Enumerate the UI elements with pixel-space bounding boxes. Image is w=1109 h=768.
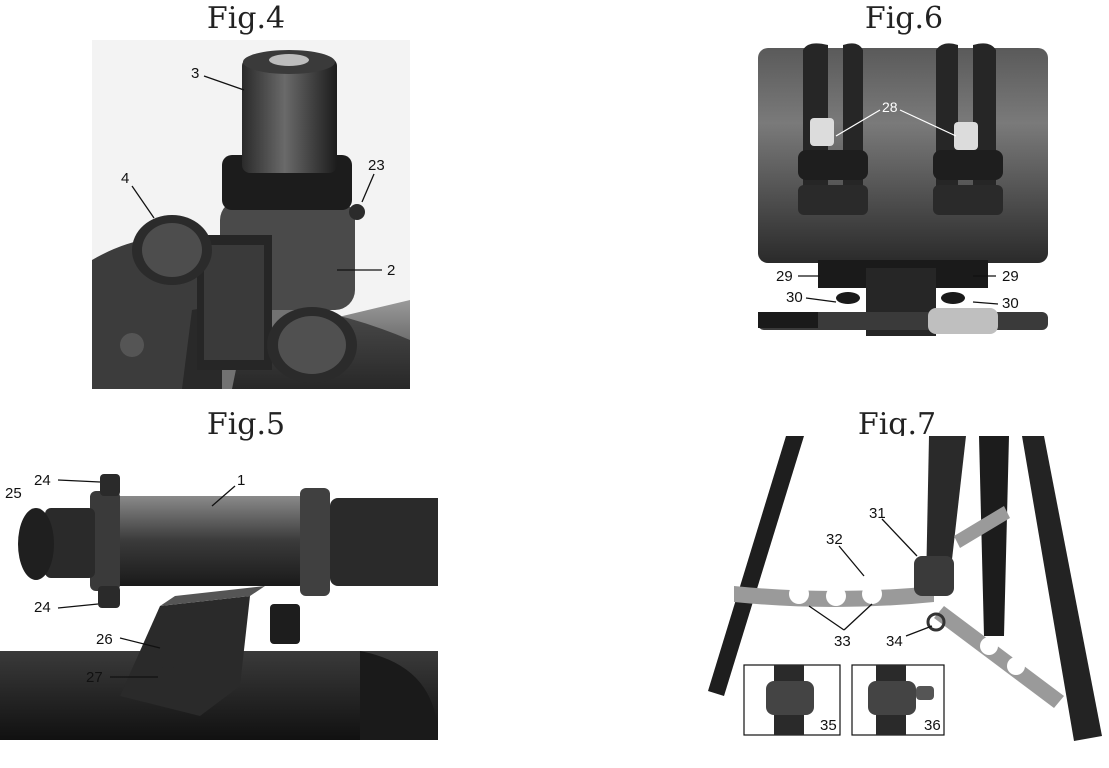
fig7-label-33: 33 <box>834 633 851 650</box>
fig6-label-29-right: 29 <box>1002 268 1019 285</box>
fig5-label-24-bottom: 24 <box>34 599 51 616</box>
fig4-label-23: 23 <box>368 157 385 174</box>
fig6-label-30-left: 30 <box>786 289 803 306</box>
fig5-label-26: 26 <box>96 631 113 648</box>
fig7-label-36: 36 <box>924 717 941 734</box>
fig7-photo: 31 32 33 34 35 36 <box>704 436 1104 746</box>
fig7-label-32: 32 <box>826 531 843 548</box>
fig7-title: Fig.7 <box>857 407 937 442</box>
fig6-label-28: 28 <box>882 99 898 115</box>
fig5-label-1: 1 <box>237 472 245 489</box>
fig6-label-29-left: 29 <box>776 268 793 285</box>
fig4-label-3: 3 <box>191 65 199 82</box>
fig4-label-2: 2 <box>387 262 395 279</box>
fig7-label-34: 34 <box>886 633 903 650</box>
fig5-label-27: 27 <box>86 669 103 686</box>
fig5-label-24-top: 24 <box>34 472 51 489</box>
fig4-title: Fig.4 <box>206 1 286 36</box>
fig7-label-35: 35 <box>820 717 837 734</box>
fig5-label-25: 25 <box>5 485 22 502</box>
fig6-title: Fig.6 <box>864 1 944 36</box>
fig5-title: Fig.5 <box>206 407 286 442</box>
fig4-photo: 3 4 23 2 <box>92 40 410 389</box>
fig6-label-30-right: 30 <box>1002 295 1019 312</box>
fig5-photo: 24 1 25 24 26 27 <box>0 446 438 740</box>
fig4-label-4: 4 <box>121 170 129 187</box>
fig6-photo: 28 29 29 30 30 <box>758 40 1048 340</box>
fig7-label-31: 31 <box>869 505 886 522</box>
